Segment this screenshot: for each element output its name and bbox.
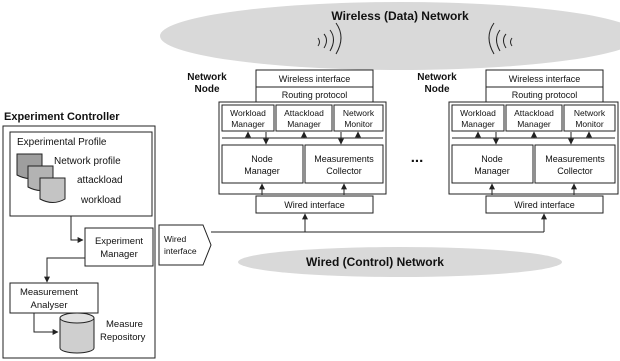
- attackload-manager-box: [505, 104, 563, 132]
- node-manager-box: [221, 144, 304, 184]
- network-monitor-label: Network: [343, 108, 375, 118]
- node-manager-box: [451, 144, 534, 184]
- measurements-collector-box: [534, 144, 616, 184]
- node-title: Node: [425, 84, 450, 95]
- measurements-collector-label: Measurements: [314, 154, 374, 164]
- routing-protocol-label: Routing protocol: [512, 90, 578, 100]
- experiment-manager-label: Manager: [100, 249, 138, 260]
- wired-interface-box: [485, 195, 604, 214]
- network-monitor-label: Network: [574, 108, 606, 118]
- workload-manager-label: Workload: [230, 108, 266, 118]
- wireless-interface-label: Wireless interface: [509, 74, 581, 84]
- experimental-profile-label: Experimental Profile: [17, 137, 107, 148]
- workload-manager-box: [451, 104, 505, 132]
- experiment-manager-label: Experiment: [95, 236, 143, 247]
- measure-repository-label: Measure: [106, 319, 143, 330]
- more-nodes-ellipsis: ...: [411, 149, 424, 166]
- network-monitor-label: Monitor: [344, 119, 373, 129]
- node-manager-label: Manager: [474, 166, 510, 176]
- node-manager-label: Node: [251, 154, 273, 164]
- measurements-collector-box: [304, 144, 384, 184]
- document-stack-icon: [16, 153, 66, 203]
- wireless-network-label: Wireless (Data) Network: [331, 9, 469, 23]
- wired-control-links: [211, 213, 547, 233]
- attackload-manager-label: Manager: [517, 119, 551, 129]
- measurement-analyser-label: Measurement: [20, 287, 78, 298]
- profile-item-workload: workload: [80, 195, 121, 206]
- workload-manager-label: Manager: [231, 119, 265, 129]
- wired-interface-label: Wired interface: [514, 200, 575, 210]
- node-manager-label: Node: [481, 154, 503, 164]
- measurements-collector-label: Collector: [557, 166, 593, 176]
- network-monitor-box: [563, 104, 616, 132]
- routing-protocol-label: Routing protocol: [282, 90, 348, 100]
- node-title: Node: [195, 84, 220, 95]
- controller-title: Experiment Controller: [4, 111, 120, 123]
- node-title: Network: [187, 72, 227, 83]
- wired-network-cloud: [238, 247, 562, 277]
- network-node: Network Node Wireless interface Routing …: [187, 69, 387, 214]
- measurement-analyser-box: [9, 282, 99, 314]
- wireless-network-cloud: [160, 2, 620, 70]
- attackload-manager-box: [275, 104, 333, 132]
- node-title: Network: [417, 72, 457, 83]
- attackload-manager-label: Manager: [287, 119, 321, 129]
- attackload-manager-label: Attackload: [514, 108, 554, 118]
- workload-manager-label: Manager: [461, 119, 495, 129]
- network-monitor-box: [333, 104, 384, 132]
- profile-item-network: Network profile: [54, 156, 121, 167]
- antenna-signal-icon: [488, 22, 513, 55]
- antenna-signal-icon: [317, 22, 342, 55]
- wireless-interface-label: Wireless interface: [279, 74, 351, 84]
- measure-repository-label: Repository: [100, 332, 146, 343]
- measurements-collector-label: Collector: [326, 166, 362, 176]
- network-node: Network Node Wireless interface Routing …: [417, 69, 619, 214]
- controller-wired-interface-label: Wired: [164, 234, 186, 244]
- node-manager-label: Manager: [244, 166, 280, 176]
- controller-wired-interface-label: interface: [164, 246, 197, 256]
- wired-interface-box: [255, 195, 374, 214]
- network-monitor-label: Monitor: [575, 119, 604, 129]
- wired-network-label: Wired (Control) Network: [306, 255, 444, 269]
- attackload-manager-label: Attackload: [284, 108, 324, 118]
- measurement-analyser-label: Analyser: [31, 300, 68, 311]
- workload-manager-label: Workload: [460, 108, 496, 118]
- profile-item-attackload: attackload: [77, 175, 123, 186]
- measurements-collector-label: Measurements: [545, 154, 605, 164]
- experiment-manager-box: [84, 227, 154, 267]
- database-icon: [59, 312, 95, 354]
- wired-interface-label: Wired interface: [284, 200, 345, 210]
- controller-wired-interface: [158, 224, 212, 266]
- workload-manager-box: [221, 104, 275, 132]
